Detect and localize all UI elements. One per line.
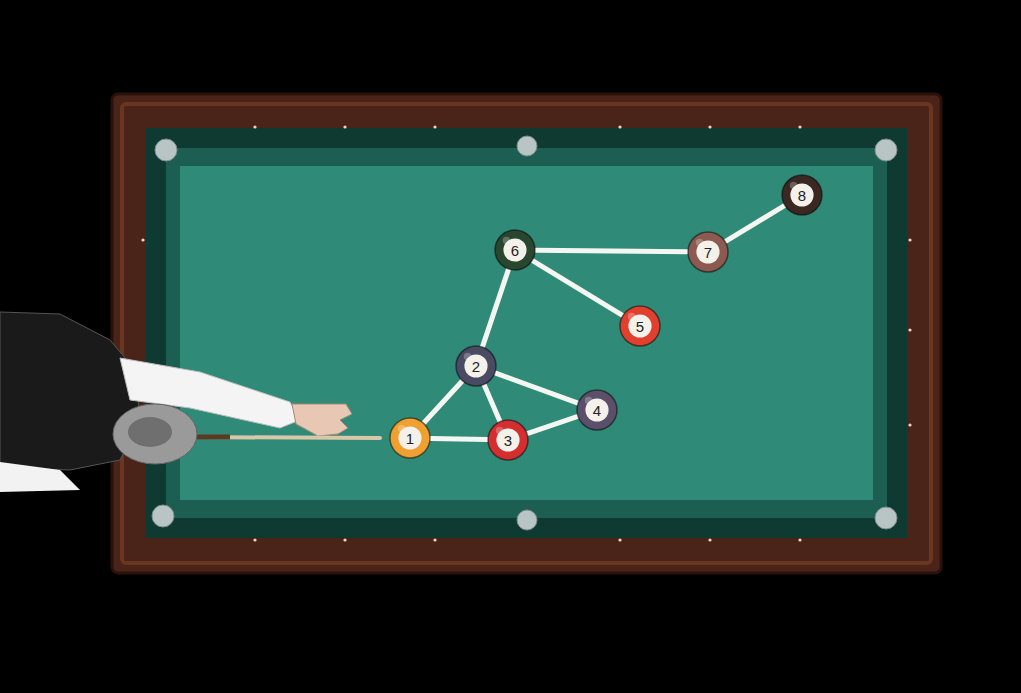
pocket <box>517 510 537 530</box>
pocket <box>875 139 897 161</box>
ball-body <box>456 346 496 386</box>
player-hand <box>292 404 352 436</box>
sight <box>141 238 144 241</box>
ball-shine <box>696 239 704 247</box>
player-hair <box>128 417 172 447</box>
pool-ball: 3 <box>487 419 529 461</box>
connector-line <box>533 261 622 315</box>
sight <box>798 125 801 128</box>
sight <box>433 125 436 128</box>
ball-body <box>495 230 535 270</box>
sight <box>433 538 436 541</box>
connector-line <box>424 381 462 422</box>
ball-body <box>577 390 617 430</box>
ball-body <box>488 420 528 460</box>
pocket <box>155 139 177 161</box>
cushion <box>146 128 907 538</box>
ball-body <box>688 232 728 272</box>
ball-shine <box>628 313 636 321</box>
ball-number: 6 <box>511 243 519 258</box>
ball-number: 5 <box>636 319 644 334</box>
cue-stick <box>180 437 380 438</box>
ball-body <box>782 175 822 215</box>
ball-number: 4 <box>593 403 601 418</box>
connector-line <box>431 438 487 439</box>
player-head <box>113 404 197 464</box>
ball-shine <box>464 353 472 361</box>
sight <box>708 125 711 128</box>
pocket <box>152 505 174 527</box>
connector-line <box>528 417 577 434</box>
sight <box>708 538 711 541</box>
connector-line <box>484 385 499 420</box>
cushion-right <box>873 148 887 518</box>
ball-number: 7 <box>704 245 712 260</box>
diamond-sights <box>141 125 911 541</box>
pool-ball: 1 <box>389 417 431 459</box>
pool-ball: 4 <box>576 389 618 431</box>
sight <box>343 538 346 541</box>
pocket <box>517 136 537 156</box>
pool-ball: 5 <box>619 305 661 347</box>
ball-number: 3 <box>504 433 512 448</box>
ball-number: 2 <box>472 359 480 374</box>
ball-shine <box>398 425 406 433</box>
pocket <box>875 507 897 529</box>
player-sleeve-lower <box>0 462 80 492</box>
ball-shine <box>790 182 798 190</box>
pool-ball: 2 <box>455 345 497 387</box>
sight <box>798 538 801 541</box>
ball-number: 8 <box>798 188 806 203</box>
table-frame <box>112 94 941 573</box>
ball-body <box>390 418 430 458</box>
pool-ball: 8 <box>781 174 823 216</box>
ball-shine <box>496 427 504 435</box>
connector-line <box>496 373 578 403</box>
sight <box>253 125 256 128</box>
sight <box>618 125 621 128</box>
ball-body <box>620 306 660 346</box>
connector-line <box>726 206 784 241</box>
pool-ball: 6 <box>494 229 536 271</box>
connector-line <box>483 270 509 346</box>
sight <box>618 538 621 541</box>
sight <box>908 423 911 426</box>
sight <box>908 328 911 331</box>
sight <box>908 238 911 241</box>
pockets <box>152 136 897 530</box>
ball-number: 1 <box>406 431 414 446</box>
felt <box>166 148 887 518</box>
pool-ball: 7 <box>687 231 729 273</box>
ball-shine <box>585 397 593 405</box>
connector-line <box>536 250 687 252</box>
ball-shine <box>503 237 511 245</box>
player <box>0 312 380 492</box>
sight <box>253 538 256 541</box>
frame-grain <box>122 104 931 563</box>
sight <box>343 125 346 128</box>
